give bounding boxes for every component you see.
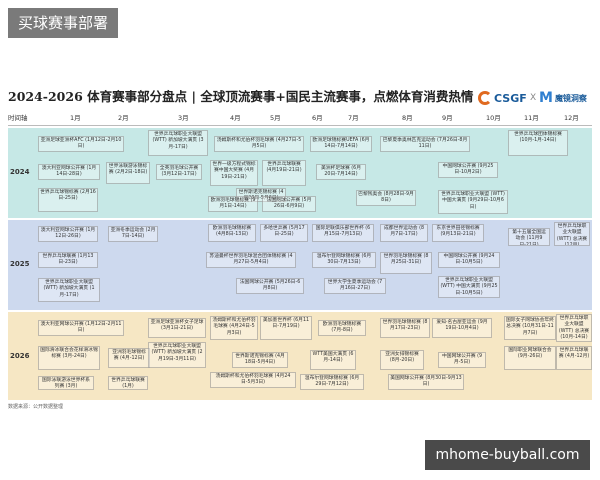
event-card: 亚洲冬季运动会 (2月7日-14日) (108, 226, 158, 242)
event-card: 世界斯诺克锦标赛 (4月20日-5月6日) (236, 188, 286, 202)
event-card: 欧洲羽毛球锦标赛 (4月8日-13日) (208, 224, 256, 242)
event-card: 世界乒乓球职业大联盟 (WTT) 总决赛 (12月) (554, 222, 590, 246)
event-card: 亚洲足球亚洲杯AFC (1月12日-2月10日) (38, 136, 124, 152)
timeline-month: 7月 (348, 114, 359, 122)
event-card: 欧洲足球锦标赛UEFA (6月14日-7月14日) (310, 136, 372, 152)
event-card: 温布尔登网球锦标赛 (6月29日-7月12日) (300, 374, 364, 390)
timeline-month: 2月 (118, 114, 129, 122)
timeline-month: 5月 (270, 114, 281, 122)
event-card: 世界乒乓球职业大联盟 (WTT) 中国大满贯 (9月29日-10月6日) (438, 190, 508, 214)
event-card: 爱知·名古屋亚运会 (9月19日-10月4日) (432, 318, 492, 338)
event-card: 世界乒乓球职业大联盟 (WTT) 新加坡大满贯 (1月-17日) (38, 278, 100, 302)
event-card: 中国网球公开赛 (9月24日-10月5日) (438, 252, 500, 268)
event-card: 亚洲羽毛球锦标赛 (4月-12日) (108, 348, 150, 368)
event-card: 国际滑冰联合会花样滑冰锦标赛 (3月-24日) (38, 346, 100, 370)
event-card: 亚洲足球亚洲杯女子足球 (3月1日-21日) (148, 318, 206, 338)
timeline-month: 10月 (486, 114, 501, 122)
timeline-label: 时间轴 (8, 114, 28, 122)
event-card: 世界乒乓球联赛 (4月19日-21日) (262, 160, 306, 186)
year-label: 2026 (10, 352, 30, 360)
event-card: 世界一级方程式锦标赛中国大奖赛 (4月19日-21日) (210, 160, 258, 186)
event-card: 多哈世乒赛 (5月17日-25日) (260, 224, 308, 242)
timeline-month: 11月 (524, 114, 539, 122)
event-card: 世界乒乓球锦标赛 (2月16日-25日) (38, 188, 98, 212)
site-watermark[interactable]: mhome-buyball.com (425, 440, 590, 470)
timeline-month: 3月 (178, 114, 189, 122)
event-card: 美国网球公开赛 (8月30日-9月13日) (388, 374, 464, 390)
event-card: 欧洲羽毛球锦标赛 (9月1日-14日) (208, 196, 258, 212)
event-card: 世界乒乓球团体锦标赛 (10月-1月-14日) (508, 130, 568, 156)
event-card: 澳大利亚网球公开赛 (1月12日-26日) (38, 226, 98, 242)
mojing-logo-icon: M (539, 90, 553, 106)
year-label: 2024 (10, 168, 30, 176)
event-card: 第十五届全国运动会 (11月9日-21日) (508, 228, 550, 246)
event-card: 世界羽毛球锦标赛 (8月25日-31日) (380, 252, 432, 274)
timeline-month: 12月 (564, 114, 579, 122)
event-card: 国际女子网球协会年终总决赛 (10月31日-11月7日) (504, 316, 556, 340)
event-card: 世界乒乓球联赛 (1月13日-23日) (38, 252, 98, 268)
csgf-logo-text: CSGF (494, 91, 527, 105)
event-card: 法国网球公开赛 (5月26日-6月9日) (262, 196, 316, 212)
mojing-logo-text: 魔镜洞察 (554, 93, 587, 103)
event-card: 世界乒乓球职业大联盟 (WTT) 总决赛 (10月-14日) (556, 314, 592, 342)
timeline-month: 6月 (312, 114, 323, 122)
event-card: 巴黎夏季奥林匹克运动会 (7月26日-8月11日) (380, 136, 470, 152)
event-card: WTT美国大满贯 (6月-14日) (310, 350, 356, 370)
event-card: 澳大利亚网球公开赛 (1月14日-28日) (38, 164, 100, 180)
event-card: 苏迪曼杯世界羽毛球混合团体锦标赛 (4月27日-5月4日) (206, 252, 296, 268)
event-card: 全英羽毛球公开赛 (3月12日-17日) (156, 164, 202, 180)
top-bar: 买球赛事部署 (0, 0, 600, 44)
event-card: 中国网球公开赛 (9月-5日) (438, 352, 486, 368)
timeline-month: 1月 (70, 114, 81, 122)
timeline-axis: 时间轴 1月 2月 3月 4月 5月 6月 7月 8月 9月 10月 11月 1… (8, 112, 592, 126)
event-card: 汤姆斯杯和尤伯杯羽毛球赛 (4月24日-5月3日) (210, 372, 296, 388)
event-card: 美洲杯足球赛 (6月20日-7月14日) (316, 164, 366, 180)
event-card: 世界乒乓球职业大联盟 (WTT) 中国大满贯 (9月25日-10月5日) (438, 276, 500, 298)
event-card: 法国网球公开赛 (5月26日-6月8日) (236, 278, 304, 294)
event-card: 世界大学生夏季运动会 (7月16日-27日) (324, 278, 386, 294)
event-card: 汤姆斯杯和尤伯杯羽毛球赛 (4月24日-5月3日) (210, 316, 258, 340)
event-card: 世界乒乓球联赛 (1月) (108, 376, 148, 390)
data-source: 数据来源：公开数据整理 (8, 404, 64, 410)
event-card: 世界羽毛球锦标赛 (8月17日-23日) (380, 318, 430, 338)
year-label: 2025 (10, 260, 30, 268)
event-card: 世界乒乓球联赛 (4月-12月) (556, 346, 592, 370)
event-card: 东京世界田径锦标赛 (9月13日-21日) (432, 224, 484, 242)
event-card: 欧洲羽毛球锦标赛 (7月-8日) (318, 320, 366, 336)
year-band-2026: 2026 澳大利亚网球公开赛 (1月12日-2月11日) 亚洲足球亚洲杯女子足球… (8, 312, 592, 400)
event-card: 巴黎残奥会 (8月28日-9月8日) (356, 190, 416, 206)
event-card: 成都世界运动会 (8月7日-17日) (380, 224, 428, 242)
event-card: 中国网球公开赛 (9月25日-10月2日) (438, 162, 498, 178)
event-card: 世界斯诺克锦标赛 (4月18日-5月4日) (232, 352, 288, 368)
timeline-month: 4月 (230, 114, 241, 122)
year-band-2025: 2025 澳大利亚网球公开赛 (1月12日-26日) 亚洲冬季运动会 (2月7日… (8, 220, 592, 310)
timeline-month: 8月 (402, 114, 413, 122)
csgf-logo-icon (478, 91, 492, 105)
event-card: 国际职业网球联合会 (9月-26日) (504, 346, 556, 370)
event-card: 世界泳联游泳锦标赛 (2月2日-18日) (106, 162, 150, 184)
event-card: 世界乒乓球职业大联盟 (WTT) 新加坡大满贯 (2月19日-3月11日) (148, 342, 206, 368)
csgf-logo: CSGF (478, 89, 527, 107)
event-card: 国际足联俱乐部世界杯 (6月15日-7月13日) (312, 224, 374, 242)
event-card: 世界乒乓球职业大联盟 (WTT) 新加坡大满贯 (3月-17日) (148, 130, 208, 156)
mojing-logo: M 魔镜洞察 (539, 89, 587, 107)
event-card: 汤姆斯杯和尤伯杯羽毛球赛 (4月27日-5月5日) (214, 136, 304, 152)
event-card: 亚洲女排锦标赛 (8月-20日) (380, 350, 424, 370)
infographic-title: 2024-2026 体育赛事部分盘点 | 全球顶流赛事+国民主流赛事，点燃体育消… (8, 89, 474, 104)
event-card: 澳大利亚网球公开赛 (1月12日-2月11日) (38, 320, 124, 336)
event-card: 国际泳联游泳世界杯系列赛 (3月) (38, 376, 94, 390)
event-card: 温布尔登网球锦标赛 (6月30日-7月13日) (312, 252, 376, 268)
year-band-2024: 2024 亚洲足球亚洲杯AFC (1月12日-2月10日) 世界乒乓球职业大联盟… (8, 128, 592, 218)
event-card: 美加墨世界杯 (6月11日-7月19日) (260, 316, 312, 340)
timeline-month: 9月 (442, 114, 453, 122)
logo-separator: X (530, 93, 537, 103)
category-tag[interactable]: 买球赛事部署 (8, 8, 119, 38)
infographic-header: 2024-2026 体育赛事部分盘点 | 全球顶流赛事+国民主流赛事，点燃体育消… (8, 86, 592, 110)
